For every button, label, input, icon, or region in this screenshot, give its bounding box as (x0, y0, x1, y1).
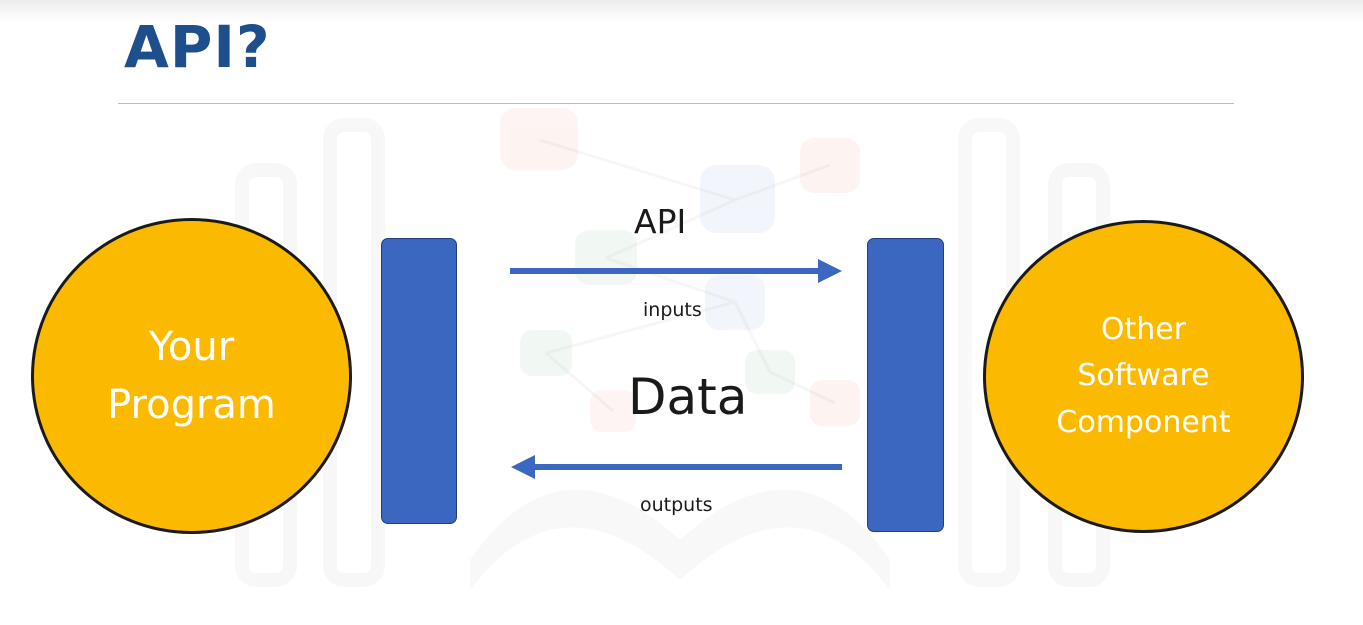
your-program-label-line-1: Your (148, 324, 235, 370)
other-software-label-line-2: Software (1077, 358, 1210, 394)
other-software-component-circle: Other Software Component (983, 220, 1304, 533)
other-software-label-line-1: Other (1100, 311, 1187, 347)
slide-title: API? (124, 13, 271, 81)
outputs-arrow (511, 455, 842, 479)
your-program-interface-bar (381, 238, 457, 524)
top-shadow (0, 0, 1363, 22)
api-label: API (634, 202, 687, 241)
data-label: Data (628, 368, 748, 426)
your-program-label-line-2: Program (107, 382, 276, 428)
your-program-circle: Your Program (31, 218, 352, 534)
title-underline (118, 103, 1234, 104)
outputs-label: outputs (640, 494, 713, 516)
other-software-label-line-3: Component (1056, 404, 1231, 440)
inputs-label: inputs (643, 299, 702, 321)
software-component-interface-bar (867, 238, 944, 532)
inputs-arrow (510, 259, 842, 283)
